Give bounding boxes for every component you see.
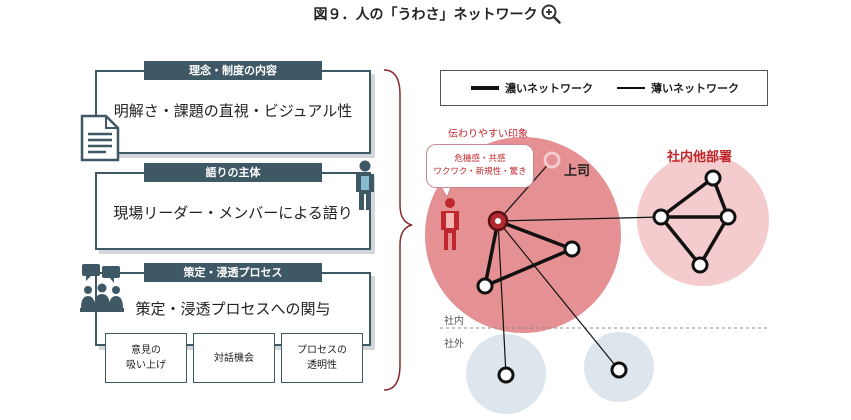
legend-weak-label: 薄いネットワーク xyxy=(651,82,739,95)
content-box-text: 明解さ・課題の直視・ビジュアル性 xyxy=(113,102,353,120)
weak-link xyxy=(497,216,662,222)
content-box: 理念・制度の内容 明解さ・課題の直視・ビジュアル性 xyxy=(95,61,371,154)
legend: 濃いネットワーク 薄いネットワーク xyxy=(440,70,768,106)
brace xyxy=(383,69,413,391)
central-node-core xyxy=(495,218,501,224)
node xyxy=(704,169,722,187)
speech-bubble: 危機感・共感 ワクワク・新規性・驚き xyxy=(426,144,534,188)
legend-strong-label: 濃いネットワーク xyxy=(505,82,593,95)
other-dept-circle xyxy=(637,154,769,286)
zoom-in-icon[interactable] xyxy=(540,3,562,25)
rumor-person-highlight xyxy=(446,213,454,228)
figure-title: 図９．人の「うわさ」ネットワーク xyxy=(313,7,538,23)
content-box-label: 理念・制度の内容 xyxy=(144,61,322,80)
sub-box-line: プロセスの xyxy=(297,345,347,356)
legend-strong-line xyxy=(471,86,499,90)
node xyxy=(563,240,581,258)
sub-box-line: 透明性 xyxy=(307,360,337,371)
legend-strong: 濃いネットワーク xyxy=(471,71,593,105)
legend-weak: 薄いネットワーク xyxy=(617,71,739,105)
other-dept-label: 社内他部署 xyxy=(667,150,733,165)
sub-box-line: 対話機会 xyxy=(214,352,254,364)
sub-box-opinion: 意見の吸い上げ xyxy=(105,333,187,383)
strong-link xyxy=(659,215,702,267)
person-icon xyxy=(356,160,374,210)
process-box-text: 策定・浸透プロセスへの関与 xyxy=(135,300,331,318)
sub-box-line: 吸い上げ xyxy=(126,360,166,371)
boss-label: 上司 xyxy=(564,164,591,179)
speaker-box: 語りの主体 現場リーダー・メンバーによる語り xyxy=(95,163,371,250)
weak-link xyxy=(497,220,620,371)
sub-box-line: 意見の xyxy=(131,345,161,356)
rumor-person-icon xyxy=(441,198,459,250)
outside-label: 社外 xyxy=(444,339,464,350)
speaker-box-text: 現場リーダー・メンバーによる語り xyxy=(113,204,353,222)
strong-link xyxy=(483,247,574,288)
process-box-label: 策定・浸透プロセス xyxy=(144,263,322,282)
node xyxy=(691,256,709,274)
strong-link xyxy=(496,219,574,251)
node xyxy=(610,361,628,379)
sub-box-transparency: プロセスの透明性 xyxy=(281,333,363,383)
speaker-box-label: 語りの主体 xyxy=(144,163,322,182)
node xyxy=(652,208,670,226)
strong-link xyxy=(698,215,730,267)
sub-box-dialogue: 対話機会 xyxy=(193,333,275,383)
legend-weak-line xyxy=(617,87,645,89)
speech-line: 危機感・共感 xyxy=(454,154,506,164)
strong-link xyxy=(483,219,500,288)
meeting-icon xyxy=(80,264,124,312)
document-icon xyxy=(80,114,120,162)
speech-line: ワクワク・新規性・驚き xyxy=(433,167,527,177)
boss-node xyxy=(543,151,561,169)
weak-link xyxy=(497,159,553,222)
impression-label: 伝わりやすい印象 xyxy=(448,129,528,140)
inside-label: 社内 xyxy=(444,316,464,327)
weak-link xyxy=(497,220,507,376)
node xyxy=(476,277,494,295)
node xyxy=(719,208,737,226)
strong-link xyxy=(659,176,715,219)
node xyxy=(497,366,515,384)
